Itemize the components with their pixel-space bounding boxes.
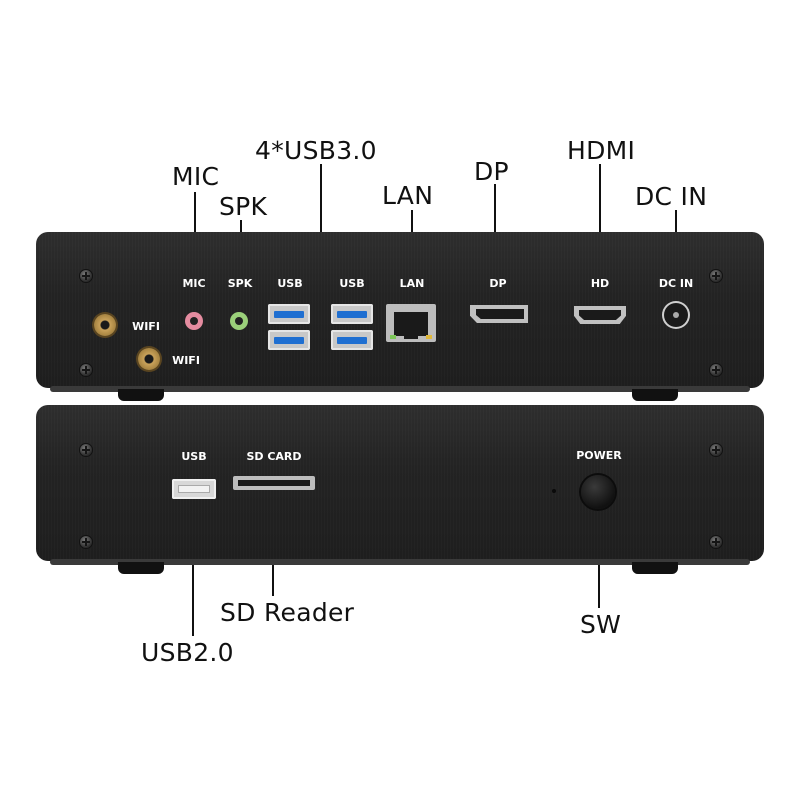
- callout-lan: LAN: [382, 181, 434, 210]
- callout-spk: SPK: [219, 192, 268, 221]
- leader-line-dp: [494, 184, 496, 272]
- usb3-port: [268, 330, 310, 350]
- screw-icon: [80, 270, 92, 282]
- lan-port: [386, 304, 436, 342]
- panel-label-dp: DP: [489, 277, 507, 290]
- back-panel-bottom-edge: [50, 386, 750, 392]
- power-button: [581, 475, 615, 509]
- usb3-port: [268, 304, 310, 324]
- displayport-port: [470, 305, 528, 323]
- screw-icon: [80, 364, 92, 376]
- front-panel-foot-right: [632, 562, 678, 574]
- panel-label-sd-card: SD CARD: [246, 450, 302, 463]
- panel-label-wifi-2: WIFI: [172, 354, 200, 367]
- mic-jack: [185, 312, 203, 330]
- callout-usb2: USB2.0: [141, 638, 234, 667]
- wifi-antenna-connector-1: [94, 314, 116, 336]
- panel-label-power: POWER: [576, 449, 622, 462]
- usb3-port: [331, 330, 373, 350]
- screw-icon: [710, 270, 722, 282]
- status-led: [552, 489, 556, 493]
- back-panel-foot-right: [632, 389, 678, 401]
- panel-label-lan: LAN: [399, 277, 425, 290]
- callout-usb3: 4*USB3.0: [255, 136, 377, 165]
- screw-icon: [710, 536, 722, 548]
- leader-line-usb2: [192, 500, 194, 636]
- front-panel-bottom-edge: [50, 559, 750, 565]
- panel-label-hd: HD: [590, 277, 610, 290]
- panel-label-usb-a: USB: [277, 277, 303, 290]
- callout-sw: SW: [580, 610, 622, 639]
- sd-card-slot: [233, 476, 315, 490]
- panel-label-wifi-1: WIFI: [132, 320, 160, 333]
- usb3-port: [331, 304, 373, 324]
- speaker-jack: [230, 312, 248, 330]
- leader-line-hdmi: [599, 164, 601, 272]
- usb2-port: [172, 479, 216, 499]
- callout-dcin: DC IN: [635, 182, 708, 211]
- hdmi-port: [574, 306, 626, 324]
- screw-icon: [710, 444, 722, 456]
- wifi-antenna-connector-2: [138, 348, 160, 370]
- dc-in-jack: [664, 303, 688, 327]
- panel-label-mic: MIC: [182, 277, 206, 290]
- front-panel-chassis: [36, 405, 764, 561]
- panel-label-dcin: DC IN: [658, 277, 694, 290]
- screw-icon: [80, 444, 92, 456]
- panel-label-usb: USB: [181, 450, 207, 463]
- screw-icon: [80, 536, 92, 548]
- screw-icon: [710, 364, 722, 376]
- callout-sd-reader: SD Reader: [220, 598, 355, 627]
- callout-hdmi: HDMI: [567, 136, 636, 165]
- leader-line-usb3: [320, 164, 322, 260]
- callout-mic: MIC: [172, 162, 220, 191]
- back-panel-foot-left: [118, 389, 164, 401]
- panel-label-usb-b: USB: [339, 277, 365, 290]
- front-panel-foot-left: [118, 562, 164, 574]
- panel-label-spk: SPK: [227, 277, 253, 290]
- callout-dp: DP: [474, 157, 509, 186]
